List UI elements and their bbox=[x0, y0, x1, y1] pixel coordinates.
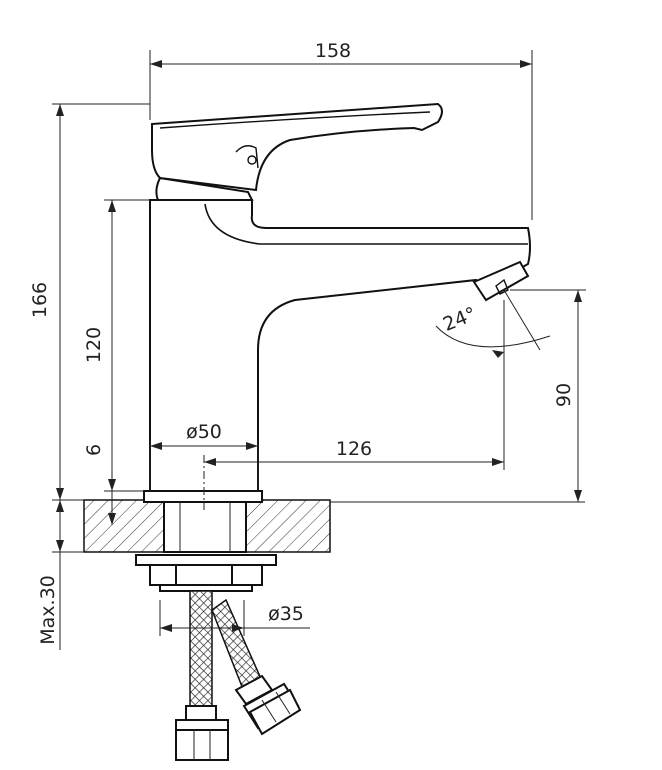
dim-body-diameter: ø50 bbox=[186, 421, 222, 443]
dim-overall-length: 158 bbox=[315, 40, 351, 62]
dim-base-height: 6 bbox=[83, 444, 105, 456]
faucet-body bbox=[143, 102, 531, 503]
dim-body-height: 120 bbox=[83, 327, 105, 363]
dimension-lines bbox=[52, 50, 586, 650]
dim-spout-height: 90 bbox=[553, 383, 575, 407]
dim-spout-angle: 24° bbox=[440, 303, 479, 336]
dimension-arrows bbox=[56, 60, 582, 632]
dim-overall-height: 166 bbox=[29, 282, 51, 318]
dim-shank-diameter: ø35 bbox=[268, 603, 304, 625]
countertop-section bbox=[83, 499, 585, 553]
mounting-assembly bbox=[135, 501, 277, 592]
dim-spout-reach: 126 bbox=[336, 438, 372, 460]
dim-max-deck-thickness: Max.30 bbox=[37, 575, 59, 645]
braided-hoses bbox=[175, 590, 302, 761]
